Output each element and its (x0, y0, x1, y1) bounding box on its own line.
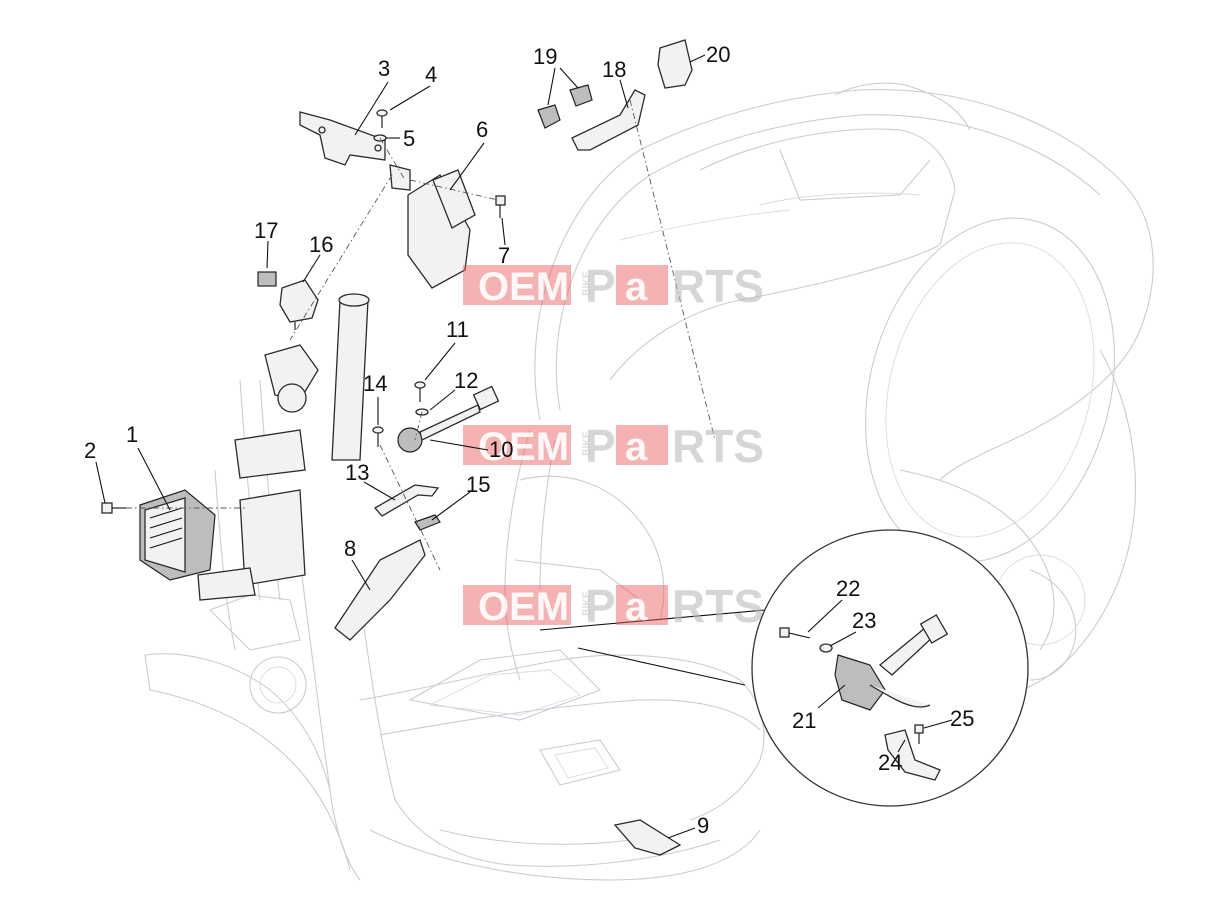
sensor-10 (397, 385, 500, 453)
detail-inset (539, 529, 1029, 807)
callout-24: 24 (878, 750, 902, 775)
callout-10: 10 (489, 437, 513, 462)
callout-11: 11 (446, 317, 469, 342)
relay-16 (279, 279, 319, 330)
svg-text:P: P (585, 260, 616, 312)
small-cover-9 (613, 819, 682, 856)
callout-16: 16 (309, 232, 333, 257)
scooter-body-outline (144, 82, 1154, 881)
svg-text:OEM: OEM (478, 425, 569, 469)
callout-5: 5 (403, 126, 415, 151)
callout-labels: 1 2 3 4 5 6 7 8 9 10 11 12 13 14 15 16 1… (84, 42, 974, 838)
screw-4 (376, 109, 388, 128)
assembly-lines (126, 99, 716, 571)
bolt-7 (495, 195, 506, 218)
callout-14: 14 (363, 371, 387, 396)
watermark-row-1: OEM BIKE P a RTS (463, 260, 764, 312)
callout-23: 23 (852, 608, 876, 633)
callout-22: 22 (836, 576, 860, 601)
svg-text:RTS: RTS (672, 260, 764, 312)
watermark: OEM BIKE P a RTS OEM BIKE P a RTS OEM BI… (463, 260, 764, 632)
callout-2: 2 (84, 438, 96, 463)
svg-text:RTS: RTS (672, 420, 764, 472)
clip-20 (657, 39, 693, 89)
callout-15: 15 (466, 472, 490, 497)
block-17 (257, 271, 277, 287)
callout-6: 6 (476, 117, 488, 142)
svg-text:RTS: RTS (672, 580, 764, 632)
steering-column (197, 293, 370, 601)
callout-19: 19 (533, 44, 557, 69)
svg-text:P: P (585, 420, 616, 472)
control-unit-6 (407, 169, 476, 289)
callout-25: 25 (950, 706, 974, 731)
svg-text:P: P (585, 580, 616, 632)
callout-9: 9 (697, 813, 709, 838)
svg-text:a: a (625, 585, 648, 629)
bracket-24 (884, 729, 941, 781)
callout-17: 17 (254, 218, 278, 243)
callout-leaders (95, 54, 953, 839)
callout-4: 4 (425, 62, 437, 87)
screw-11 (414, 381, 426, 402)
svg-text:BIKE: BIKE (581, 591, 593, 616)
callout-13: 13 (345, 460, 369, 485)
watermark-row-2: OEM BIKE P a RTS (463, 420, 764, 472)
screw-25 (914, 724, 924, 744)
watermark-row-3: OEM BIKE P a RTS (463, 580, 764, 632)
connectors-19 (537, 84, 593, 129)
svg-text:a: a (625, 425, 648, 469)
callout-20: 20 (706, 42, 730, 67)
callout-12: 12 (454, 368, 478, 393)
callout-8: 8 (344, 536, 356, 561)
ignition-coil-21 (834, 614, 949, 711)
callout-1: 1 (126, 422, 138, 447)
voltage-regulator (139, 489, 216, 581)
screw-14 (372, 426, 384, 447)
callout-7: 7 (498, 243, 510, 268)
guard-cover-8 (334, 539, 426, 641)
callout-3: 3 (378, 56, 390, 81)
svg-text:BIKE: BIKE (581, 271, 593, 296)
mounting-bracket-3 (299, 111, 411, 191)
svg-text:OEM: OEM (478, 265, 569, 309)
callout-21: 21 (792, 708, 816, 733)
bracket-13 (373, 484, 440, 517)
svg-text:BIKE: BIKE (581, 431, 593, 456)
washer-23 (819, 643, 833, 653)
svg-text:a: a (625, 265, 648, 309)
bolt-22 (779, 627, 811, 639)
svg-text:OEM: OEM (478, 585, 569, 629)
bolt-2 (101, 502, 126, 514)
callout-18: 18 (602, 57, 626, 82)
